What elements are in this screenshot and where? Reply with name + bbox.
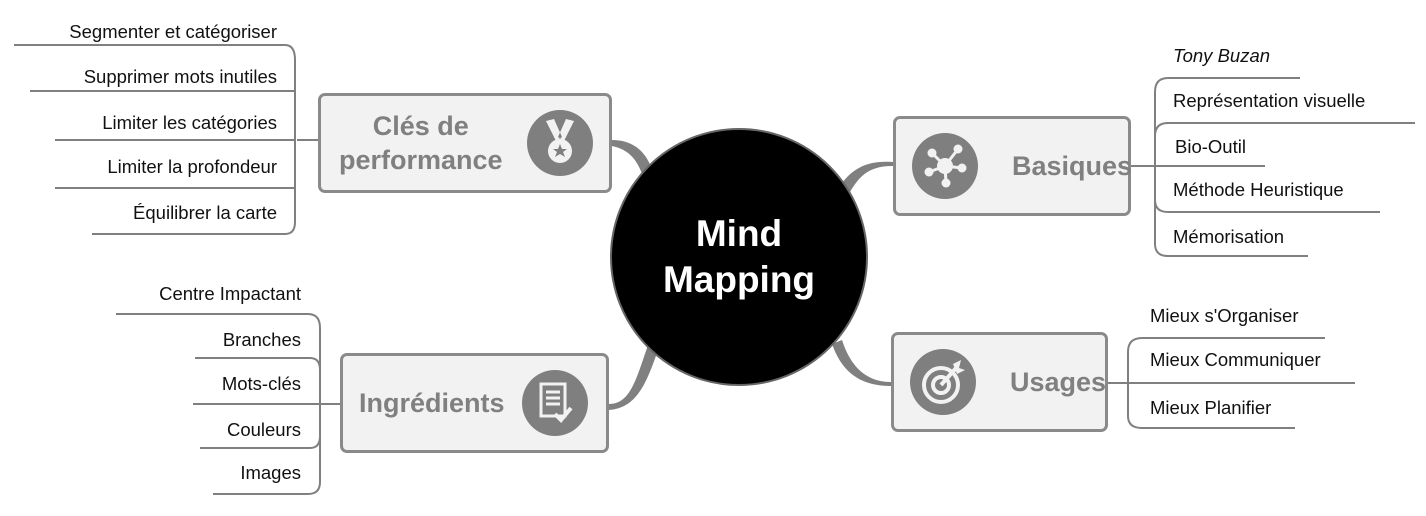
leaf-item[interactable]: Couleurs [226,419,301,440]
branch-title-line1: Clés de [372,111,469,141]
central-topic-line2: Mapping [662,259,816,300]
connector-basiques [840,161,893,192]
checklist-icon [522,370,588,436]
connector-usages [832,340,891,386]
branch-title: Usages [1010,367,1107,397]
leaf-item[interactable]: Mémorisation [1173,226,1285,247]
central-topic-line1: Mind [695,213,783,254]
target-icon [910,349,976,415]
leaf-item[interactable]: Limiter la profondeur [107,156,277,177]
leaf-item[interactable]: Représentation visuelle [1173,90,1366,111]
branch-title-line2: performance [339,145,503,175]
leaf-item[interactable]: Branches [222,329,301,350]
medal-icon [527,110,593,176]
leaf-item[interactable]: Mieux Planifier [1150,397,1272,418]
leaf-item[interactable]: Bio-Outil [1175,136,1246,157]
leaf-item[interactable]: Segmenter et catégoriser [69,21,277,42]
leaf-item[interactable]: Supprimer mots inutiles [83,66,277,87]
branch-title: Basiques [1012,151,1133,181]
leaf-item[interactable]: Mieux Communiquer [1150,349,1321,370]
leaf-item[interactable]: Équilibrer la carte [133,202,277,223]
leaf-item[interactable]: Centre Impactant [159,283,301,304]
leaf-item[interactable]: Méthode Heuristique [1173,179,1344,200]
leaf-item[interactable]: Mieux s'Organiser [1150,305,1299,326]
branch-ingredients[interactable]: Ingrédients [340,353,609,453]
connector-ingredients [609,345,658,410]
leaf-item[interactable]: Mots-clés [221,373,301,394]
branch-usages[interactable]: Usages [891,332,1108,432]
leaf-item[interactable]: Images [240,462,301,483]
branch-title: Ingrédients [359,388,505,418]
leaf-item[interactable]: Limiter les catégories [102,112,277,133]
network-icon [912,133,978,199]
branch-basiques[interactable]: Basiques [893,116,1133,216]
leaf-item[interactable]: Tony Buzan [1173,45,1271,66]
branch-cles-de-performance[interactable]: Clés de performance [318,93,612,193]
